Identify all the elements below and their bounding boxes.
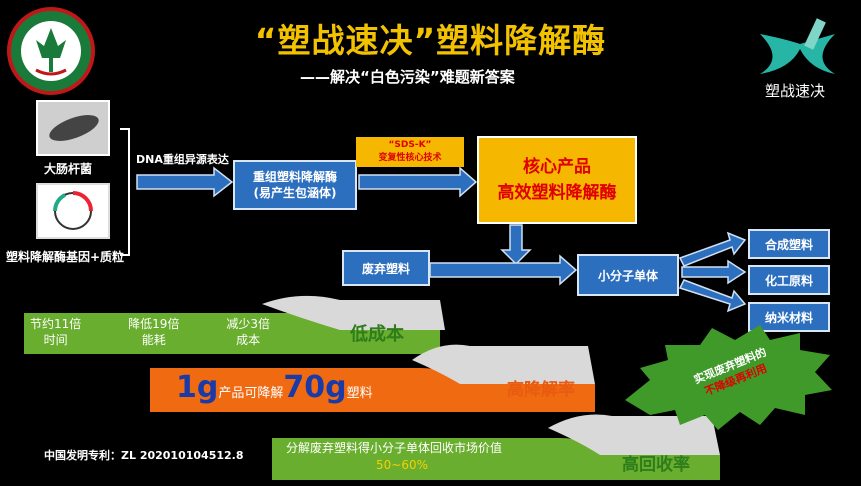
sds-tag: “SDS-K” 变复性核心技术 [356,137,464,167]
arrow-core-down [500,224,532,266]
low-cost-item-unit: 时间 [43,333,68,347]
output-nano: 纳米材料 [748,302,830,332]
degradation-text-2: 塑料 [346,386,373,401]
core-product-box: 核心产品 高效塑料降解酶 [477,136,637,224]
ecoli-label: 大肠杆菌 [44,162,93,176]
ribbon-low-cost-curl [262,295,445,330]
ribbon-low-cost [24,313,440,354]
low-cost-item-value: 节约11倍 [30,317,82,331]
arrow-dna [136,166,234,198]
brand-logo: 塑战速决 [760,18,835,100]
arrow-out-3 [678,279,747,313]
low-cost-item: 降低19倍能耗 [128,316,179,348]
input-bracket [120,128,130,256]
low-cost-item-value: 减少3倍 [226,317,270,331]
page-title: “塑战速决”塑料降解酶 [254,21,607,60]
core-product-line2: 高效塑料降解酶 [497,183,617,203]
low-cost-item: 节约11倍时间 [30,316,81,348]
degradation-big-2: 70g [283,370,347,405]
starburst [625,325,832,430]
ribbon-recovery [272,438,720,480]
recovery-text: 分解废弃塑料得小分子单体回收市场价值 50~60% [286,440,502,474]
ecoli-image [36,100,110,156]
output-synthetic-plastic: 合成塑料 [748,229,830,259]
plasmid-image [36,183,110,239]
brand-text: 塑战速决 [765,82,825,100]
arrow-out-1 [678,231,747,267]
page-subtitle: ——解决“白色污染”难题新答案 [300,68,515,86]
low-cost-items: 节约11倍时间 降低19倍能耗 减少3倍成本 [30,316,270,348]
ribbon-degradation-curl [412,344,595,384]
sds-tag-line1: “SDS-K” [388,140,432,150]
low-cost-item-unit: 能耗 [141,333,166,347]
arrow-waste [429,254,578,286]
output-chemical: 化工原料 [748,265,830,295]
recombinant-enzyme-line1: 重组塑料降解酶 [252,170,337,184]
core-product-line1: 核心产品 [523,157,591,177]
degradation-big-1: 1g [176,370,219,405]
recombinant-enzyme-line2: (易产生包涵体) [253,186,337,200]
low-cost-item-unit: 成本 [236,333,261,347]
low-cost-item-value: 降低19倍 [128,317,180,331]
dna-label: DNA重组异源表达 [136,153,229,166]
recovery-label: 高回收率 [622,455,690,475]
sds-tag-line2: 变复性核心技术 [378,153,442,163]
recombinant-enzyme-box: 重组塑料降解酶 (易产生包涵体) [233,160,357,210]
degradation-text-1: 产品可降解 [218,386,284,401]
university-logo [7,7,95,95]
monomer-box: 小分子单体 [577,254,679,296]
ribbon-recovery-curl [548,414,720,455]
patent-number: 中国发明专利：ZL 202010104512.8 [44,449,244,462]
low-cost-label: 低成本 [350,324,404,345]
low-cost-item: 减少3倍成本 [226,316,270,348]
arrow-to-core [358,166,478,198]
arrow-out-2 [681,259,747,285]
recovery-line2: 50~60% [376,458,428,472]
waste-plastic-box: 废弃塑料 [342,250,430,286]
degradation-text: 1g产品可降解70g塑料 [176,370,373,405]
recovery-line1: 分解废弃塑料得小分子单体回收市场价值 [286,441,503,455]
plasmid-label: 塑料降解酶基因+质粒 [6,250,125,264]
degradation-label: 高降解率 [507,380,575,400]
ribbon-degradation [150,368,595,412]
